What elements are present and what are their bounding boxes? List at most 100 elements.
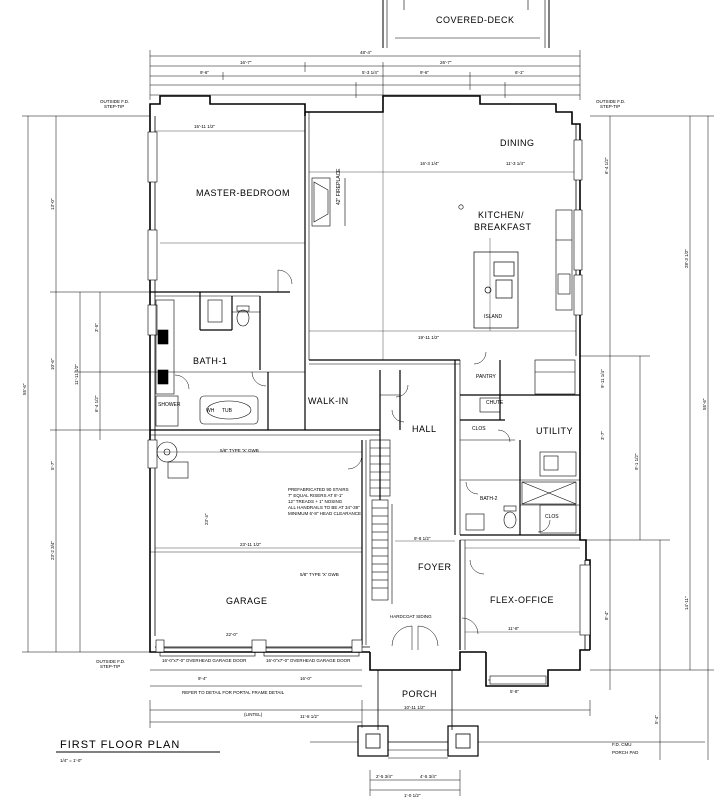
dim-top-b: 26'-7" [440, 60, 452, 65]
chute-label: CHUTE [486, 400, 504, 406]
dim-right-d: 55'-6" [702, 398, 707, 410]
dim-top-c: 9'-6" [200, 70, 209, 75]
plan-scale: 1/4" = 1'-0" [60, 758, 82, 763]
dim-dining-width-2: 11'-3 1/4" [506, 161, 525, 166]
utility-fixtures [465, 359, 577, 534]
dim-bottom-a: 9'-4" [198, 676, 207, 681]
dim-left-f: 5'-7" [50, 461, 55, 470]
master-bedroom-label: MASTER-BEDROOM [196, 188, 290, 198]
bottom-dimension-lines [149, 700, 591, 796]
hardcoat-note: HARDCOAT SIDING [390, 614, 432, 619]
outside-fd-2: OUTSIDE F.D. [596, 99, 625, 104]
dim-left-overall: 55'-6" [22, 383, 27, 395]
stairs [369, 439, 393, 604]
dim-left-c: 11'-11 1/2" [74, 364, 79, 385]
dim-top-overall: 48'-4" [360, 50, 372, 55]
dim-right-c: 28'-3 1/2" [684, 249, 689, 268]
interior-walls [150, 112, 580, 650]
dim-right-h: 8'-4" [604, 611, 609, 620]
dim-steps-c: 1'-0 1/2" [404, 793, 421, 798]
bath-2-label: BATH-2 [480, 496, 498, 502]
dim-left-e: 6'-4 1/2" [94, 395, 99, 412]
garage-label: GARAGE [226, 596, 268, 606]
outside-fd-1b: STEP-TIP [104, 104, 124, 109]
garage-door-2-note: 16'-0"x7'-0" OVERHEAD GARAGE DOOR [266, 658, 351, 663]
stair-note-3: 12" TREADS + 1" NOSING [288, 499, 343, 504]
outside-fd-2b: STEP-TIP [600, 104, 620, 109]
garage-wall-note: 5/8" TYPE 'X' GWB [220, 448, 259, 453]
porch-label: PORCH [402, 689, 437, 699]
reference-lines [155, 112, 580, 633]
garage-door-1-note: 16'-0"x7'-0" OVERHEAD GARAGE DOOR [162, 658, 247, 663]
dim-left-g: 23'-2 3/4" [50, 541, 55, 560]
dim-right-e: 6'-4 1/2" [604, 157, 609, 174]
dim-top-f: 6'-1" [515, 70, 524, 75]
dim-master-width: 15'-11 1/2" [194, 124, 216, 129]
fireplace-label: 42" FIREPLACE [336, 168, 342, 205]
lintel-note: (LINTEL) [244, 712, 263, 717]
outside-fd-3: OUTSIDE F.D. [96, 659, 125, 664]
dim-garage-depth: 23'-4" [204, 513, 209, 525]
closet-2-label: CLOS [545, 514, 559, 520]
foyer-label: FOYER [418, 562, 452, 572]
dim-right-g: 9'-1 1/2" [634, 453, 639, 470]
hall-label: HALL [412, 424, 437, 434]
dim-porch: 10'-11 1/2" [404, 705, 426, 710]
dim-right-f: 14'-11" [684, 596, 689, 610]
stair-note-2: 7" EQUAL RISERS AT 8'-1" [288, 493, 343, 498]
outside-fd-1: OUTSIDE F.D. [100, 99, 129, 104]
dim-garage-width: 23'-11 1/2" [240, 542, 262, 547]
covered-deck-label: COVERED-DECK [436, 15, 515, 25]
dim-right-i: 5'-4" [654, 715, 659, 724]
utility-label: UTILITY [536, 426, 573, 436]
dining-label: DINING [500, 138, 535, 148]
dim-left-d: 10'-6" [50, 358, 55, 370]
right-windows [489, 139, 591, 685]
kitchen-island [473, 251, 519, 329]
wh-label: WH [206, 408, 215, 414]
pantry-label: PANTRY [476, 374, 496, 380]
garage-door-note: 5/8" TYPE 'X' GWB [300, 572, 339, 577]
kitchen-label-2: BREAKFAST [474, 222, 532, 232]
dim-bottom-b: 16'-0" [300, 676, 312, 681]
dim-left-a: 13'-0" [50, 198, 55, 210]
dim-bottom-c: 5'-8" [510, 689, 519, 694]
door-swings [174, 269, 551, 650]
dim-top-e: 5'-3 1/4" [362, 70, 379, 75]
dim-steps-a: 2'-5 3/4" [376, 774, 393, 779]
garage-doors [150, 639, 363, 687]
closet-1-label: CLOS [472, 426, 486, 432]
water-heater [156, 441, 189, 479]
bath-1-label: BATH-1 [193, 356, 227, 366]
fd-cmu-note: F.D. CMU [612, 742, 632, 747]
dim-foyer-width: 9'-8 1/2" [414, 536, 431, 541]
outside-fd-3b: STEP-TIP [100, 664, 120, 669]
stair-note-5: MINIMUM 6'-8" HEAD CLEARANCE [288, 511, 361, 516]
porch [310, 670, 705, 759]
shower-label: SHOWER [158, 402, 181, 408]
tub-label: TUB [222, 408, 233, 414]
walk-in-label: WALK-IN [308, 396, 349, 406]
bath-1-fixtures [155, 299, 259, 427]
dim-steps-b: 4'-5 3/4" [420, 774, 437, 779]
porch-pad-note: PORCH PAD [612, 750, 639, 755]
dim-right-b: 3'-7" [600, 431, 605, 440]
plan-title: FIRST FLOOR PLAN [60, 739, 180, 751]
dim-flex-width: 11'-8" [508, 626, 520, 631]
dim-top-a: 16'-7" [240, 60, 252, 65]
header-note: REFER TO DETAIL FOR PORTAL FRAME DETAIL [182, 690, 285, 695]
island-label: ISLAND [484, 314, 502, 320]
top-dimension-lines [149, 50, 581, 100]
dim-right-a: 9'-11 1/4" [600, 369, 605, 388]
flex-office-label: FLEX-OFFICE [490, 595, 554, 605]
kitchen-label-1: KITCHEN/ [478, 210, 524, 220]
covered-deck-area [382, 0, 550, 48]
dim-dining-width: 16'-3 1/4" [420, 161, 439, 166]
stair-note-4: ALL HANDRAILS TO BE AT 34"-38" [288, 505, 360, 510]
stair-note-1: PREFABRICATED 90 STAIRS [288, 487, 349, 492]
dim-garage-width-2: 22'-0" [226, 632, 238, 637]
dim-left-b: 3'-5" [94, 323, 99, 332]
side-dimension-lines [22, 115, 714, 760]
fireplace [311, 177, 346, 227]
